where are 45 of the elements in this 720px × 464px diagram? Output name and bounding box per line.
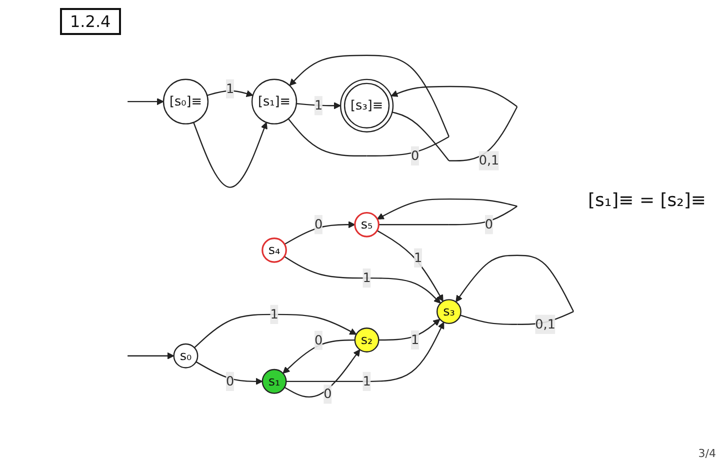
arrow <box>196 362 263 386</box>
arrow <box>286 322 444 382</box>
arrow <box>193 122 268 188</box>
arrow <box>284 222 356 246</box>
arrow <box>296 102 341 110</box>
edge-label: 1 <box>314 98 323 114</box>
arrow <box>206 90 254 98</box>
edge-label: 1 <box>226 81 234 96</box>
section-number: 1.2.4 <box>60 8 121 35</box>
node-circle: s₅ <box>354 212 380 238</box>
arrow <box>376 230 444 302</box>
edge-label: 1 <box>362 270 371 286</box>
node-circle: s₀ <box>173 344 198 369</box>
node-circle: s₃ <box>436 300 462 324</box>
arrow <box>284 256 441 304</box>
edge-label: 0 <box>324 386 332 402</box>
node-circle: s₄ <box>262 238 287 264</box>
page-number: 3/4 <box>698 447 716 460</box>
arrow <box>128 352 174 360</box>
edge-label: 0,1 <box>478 153 500 168</box>
edge-label: 1 <box>414 250 422 266</box>
arrow <box>284 350 360 398</box>
arrow <box>376 198 518 226</box>
edge-label: 0 <box>314 332 323 348</box>
arrow <box>194 314 357 349</box>
arrow <box>288 55 450 157</box>
node-circle: s₂ <box>354 328 380 353</box>
edge-label: 1 <box>362 374 371 390</box>
node-circle: [s₁]≡ <box>251 79 298 125</box>
equivalence-note: [s₁]≡ = [s₂]≡ <box>588 190 706 211</box>
node-circle: [s₀]≡ <box>162 79 209 125</box>
arrow <box>378 319 440 341</box>
edge-label: 1 <box>270 306 278 322</box>
edge-label: 0,1 <box>535 316 556 332</box>
edge-label: 0 <box>484 217 494 232</box>
edge-label: 0 <box>226 374 234 390</box>
edge-label: 1 <box>410 332 420 348</box>
node-circle: [s₃]≡ <box>340 79 394 133</box>
arrow <box>282 340 355 374</box>
edge-label: 0 <box>410 148 420 164</box>
node-circle: s₁ <box>262 369 287 394</box>
arrow <box>456 255 574 326</box>
edge-label: 0 <box>314 217 323 232</box>
arrow <box>128 98 164 106</box>
arrow <box>390 86 518 162</box>
